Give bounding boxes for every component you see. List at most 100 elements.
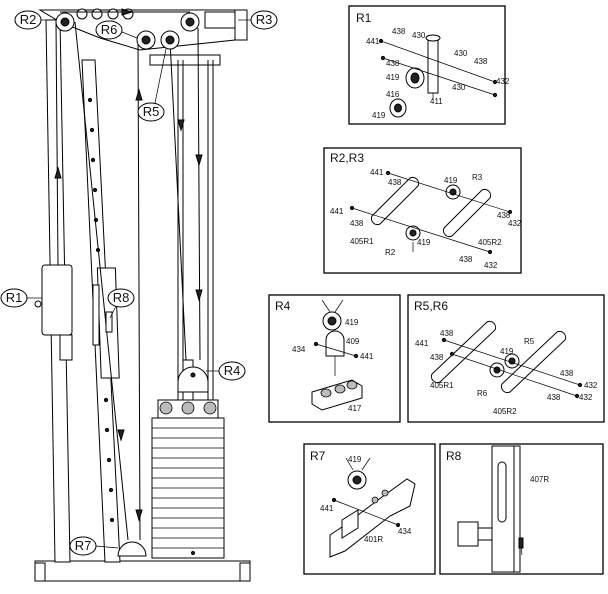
r8-column-side bbox=[513, 445, 521, 573]
r8-bolt-head bbox=[518, 537, 524, 549]
r1-part-432: 432 bbox=[496, 77, 510, 86]
guide-rod-top-plate bbox=[149, 54, 221, 66]
r2r3-bolt-end bbox=[487, 249, 493, 255]
r4-pulley-bolt bbox=[190, 372, 196, 378]
r1-bolt-end bbox=[492, 92, 498, 98]
r5r6-part-405r1: 405R1 bbox=[430, 381, 454, 390]
r7-bracket bbox=[341, 509, 359, 539]
r5r6-part-441: 441 bbox=[415, 339, 429, 348]
machine-callouts: R2 R6 R3 R5 R1 R8 R4 R7 bbox=[0, 10, 278, 556]
cable-run-2 bbox=[74, 21, 129, 541]
cable-run-1 bbox=[55, 21, 59, 266]
beam-hole bbox=[76, 8, 88, 20]
r5r6-part-419: 419 bbox=[500, 347, 514, 356]
r7-arrow bbox=[361, 457, 371, 471]
r2r3-part-r2: R2 bbox=[385, 248, 396, 257]
panel-r5r6: R5,R6 441 438 438 419 R5 405R1 R6 438 43… bbox=[407, 294, 605, 423]
callout-r8 bbox=[107, 288, 135, 308]
r4-bolt-end bbox=[353, 353, 359, 359]
r4-part-417: 417 bbox=[348, 404, 362, 413]
top-plate-bushing bbox=[159, 401, 173, 415]
handle-carriage bbox=[41, 264, 73, 336]
r1-part-441: 441 bbox=[366, 37, 380, 46]
r2r3-part-441-a: 441 bbox=[370, 168, 384, 177]
r4-pulley-housing bbox=[177, 366, 209, 393]
r5r6-bolt-line bbox=[443, 339, 581, 386]
r7-arm-hole bbox=[381, 489, 389, 497]
r7-arm-hole bbox=[371, 496, 379, 504]
panel-r1-frame bbox=[348, 5, 506, 125]
r2r3-part-438-c: 438 bbox=[497, 211, 511, 220]
r4-part-441: 441 bbox=[360, 352, 374, 361]
panel-r2r3-frame bbox=[323, 147, 522, 274]
r2r3-part-432-a: 432 bbox=[508, 219, 522, 228]
r5r6-part-r6: R6 bbox=[477, 389, 488, 398]
panel-r1-title: R1 bbox=[356, 11, 372, 25]
r2r3-bolt-end bbox=[349, 205, 355, 211]
r2r3-bolt-end bbox=[385, 170, 391, 176]
r5r6-bolt-line bbox=[451, 353, 578, 397]
pulley-r7 bbox=[117, 541, 147, 557]
r5r6-bolt-end bbox=[577, 382, 583, 388]
r2r3-part-405r1: 405R1 bbox=[350, 237, 374, 246]
r2r3-part-419-b: 419 bbox=[417, 238, 431, 247]
r5r6-part-405r2: 405R2 bbox=[493, 407, 517, 416]
r5r6-bolt-end bbox=[449, 351, 455, 357]
r5r6-plate-left bbox=[430, 320, 497, 384]
r1-bolt-end bbox=[380, 55, 386, 61]
callout-r6 bbox=[95, 20, 123, 40]
r2r3-part-432-b: 432 bbox=[484, 261, 498, 270]
panel-r7: R7 419 441 401R 434 bbox=[303, 443, 436, 575]
r1-part-419-b: 419 bbox=[372, 111, 386, 120]
r5r6-part-438-a: 438 bbox=[440, 329, 454, 338]
r4-block-hole bbox=[346, 380, 358, 390]
top-end-plate bbox=[234, 9, 248, 41]
beam-hole bbox=[91, 8, 103, 20]
r5r6-part-438-b: 438 bbox=[430, 353, 444, 362]
r5r6-pulley-r5-hub bbox=[508, 357, 516, 365]
r1-bolt-end bbox=[492, 79, 498, 85]
r7-part-434: 434 bbox=[398, 527, 412, 536]
r5r6-part-438-c: 438 bbox=[560, 369, 574, 378]
base-foot-right bbox=[239, 562, 251, 582]
r1-bolt-end bbox=[378, 38, 384, 44]
r5r6-bolt-end bbox=[574, 393, 580, 399]
panel-r2r3-title: R2,R3 bbox=[330, 151, 364, 165]
r1-part-438-c: 438 bbox=[474, 57, 488, 66]
panel-r8-title: R8 bbox=[446, 449, 462, 463]
r2r3-part-438-b: 438 bbox=[350, 219, 364, 228]
callout-r4-label: R4 bbox=[224, 363, 241, 378]
callout-r1-label: R1 bbox=[6, 290, 23, 305]
r2r3-part-r3: R3 bbox=[472, 173, 483, 182]
r2r3-plate-left bbox=[370, 176, 420, 226]
callout-r5-label: R5 bbox=[143, 104, 160, 119]
panel-r5r6-title: R5,R6 bbox=[414, 299, 448, 313]
panel-r2r3: R2,R3 441 438 419 R3 441 438 438 432 405… bbox=[323, 147, 522, 274]
pulley-r6-hub bbox=[141, 35, 151, 45]
r1-part-419-a: 419 bbox=[386, 73, 400, 82]
pulley-r5-hub bbox=[165, 35, 175, 45]
panel-r4-title: R4 bbox=[275, 299, 291, 313]
r1-part-411: 411 bbox=[430, 97, 443, 106]
handle-hook bbox=[59, 334, 73, 361]
r1-pulley-upper-hub bbox=[410, 72, 420, 84]
r5r6-part-438-d: 438 bbox=[547, 393, 561, 402]
cable-arrow bbox=[117, 429, 125, 442]
r2r3-part-441-b: 441 bbox=[330, 207, 344, 216]
r1-bracket bbox=[427, 37, 439, 94]
r1-bracket-top bbox=[425, 34, 441, 42]
r4-block-hole bbox=[320, 388, 332, 398]
top-plate-bushing bbox=[181, 401, 195, 415]
r5r6-part-432-a: 432 bbox=[584, 381, 598, 390]
r5r6-part-432-b: 432 bbox=[579, 393, 593, 402]
cable-run-5 bbox=[197, 27, 201, 361]
r4-part-409: 409 bbox=[346, 337, 360, 346]
r4-pulley-hub bbox=[327, 316, 337, 326]
r5r6-part-r5: R5 bbox=[524, 337, 535, 346]
r2r3-part-419-a: 419 bbox=[444, 176, 458, 185]
r1-pulley-lower-hub bbox=[394, 103, 402, 113]
r2r3-bolt-line bbox=[387, 172, 511, 213]
r7-arm-401r bbox=[329, 478, 416, 558]
r1-bolt-line bbox=[382, 57, 496, 96]
